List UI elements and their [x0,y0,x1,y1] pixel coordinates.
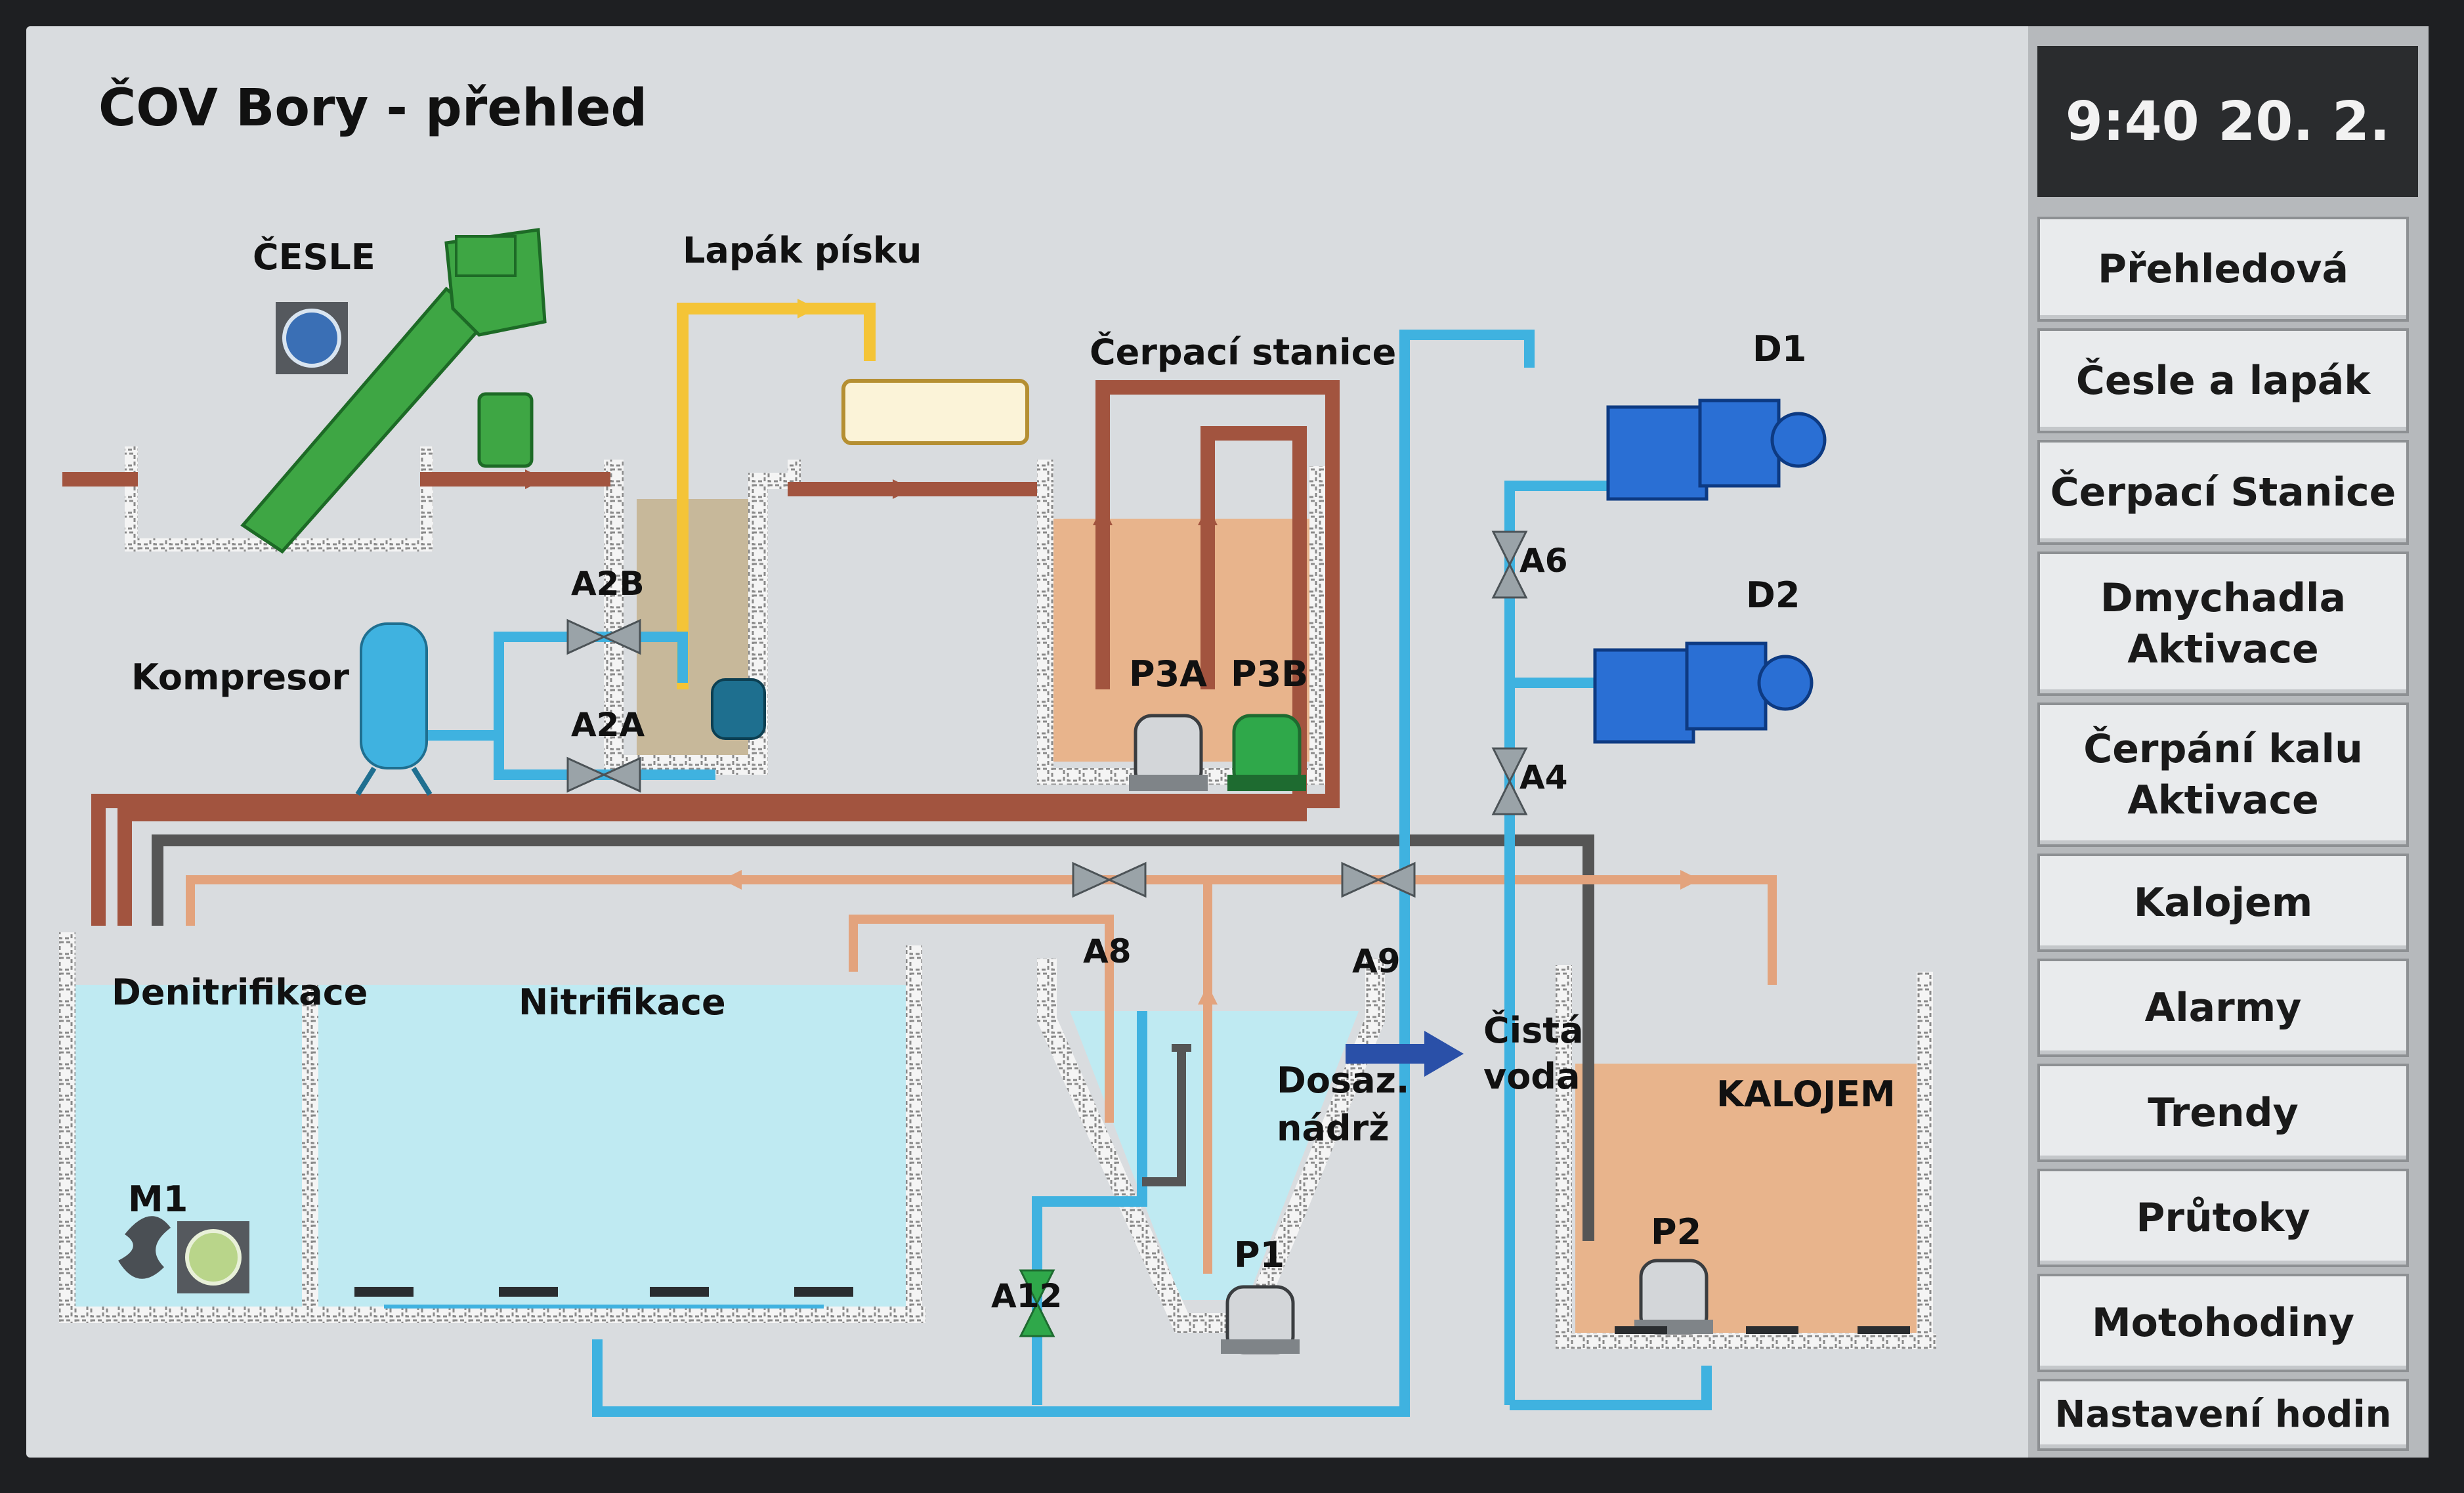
mixer-m1 [118,1216,249,1293]
label-p3b: P3B [1231,653,1309,695]
label-p1: P1 [1234,1234,1285,1276]
grit-pump [711,678,766,740]
clean-water-arrow [1346,1031,1464,1077]
sludge-pump-pipe [152,834,1594,1241]
label-a2a: A2A [571,706,645,744]
label-cesle: ČESLE [253,236,375,278]
nav-prutoky[interactable]: Průtoky [2037,1169,2409,1267]
valves [566,530,1528,898]
screen-conveyor [240,228,547,554]
process-overview: ČOV Bory - přehled ČESLE Lapák písku Čer… [26,26,2028,1458]
nav-kalojem[interactable]: Kalojem [2037,854,2409,952]
nav-motohodiny[interactable]: Motohodiny [2037,1274,2409,1372]
nav-prehledova[interactable]: Přehledová [2037,217,2409,322]
label-m1: M1 [128,1179,188,1220]
label-kompresor: Kompresor [131,657,350,698]
label-a8: A8 [1083,932,1132,970]
pump-p2 [1634,1259,1713,1335]
label-cerpaci-stanice: Čerpací stanice [1090,332,1397,373]
sand-pipe [677,303,876,689]
nav-cesle-a-lapak[interactable]: Česle a lapák [2037,328,2409,433]
nav-cerpani-kalu-aktivace[interactable]: Čerpání kalu Aktivace [2037,703,2409,847]
blower-d1 [1606,399,1827,501]
navigation-sidebar: 9:40 20. 2. Přehledová Česle a lapák Čer… [2028,26,2429,1458]
blower-d2 [1593,641,1814,744]
diffusers [354,1287,1910,1334]
return-sludge-pipes [186,875,1777,1274]
label-d2: D2 [1746,574,1800,616]
label-a4: A4 [1519,758,1568,796]
flow-arrows [525,469,1218,525]
process-diagram [59,228,1936,1417]
label-cista-voda: Čistá voda [1483,1010,1584,1098]
nav-trendy[interactable]: Trendy [2037,1064,2409,1162]
page-title: ČOV Bory - přehled [98,79,648,138]
sand-container [841,379,1029,445]
label-kalojem: KALOJEM [1716,1073,1896,1115]
pump-p1 [1221,1285,1300,1354]
label-nitrifikace: Nitrifikace [519,982,726,1023]
nav-alarmy[interactable]: Alarmy [2037,959,2409,1057]
label-a12: A12 [991,1277,1063,1315]
nav-dmychadla-aktivace[interactable]: Dmychadla Aktivace [2037,552,2409,696]
compressor [355,622,433,796]
pump-p3a [1129,714,1208,791]
clock-display: 9:40 20. 2. [2037,46,2418,197]
nav-cerpaci-stanice[interactable]: Čerpací Stanice [2037,440,2409,545]
pump-p3b [1227,714,1306,791]
label-denitrifikace: Denitrifikace [112,972,368,1013]
label-a9: A9 [1352,942,1401,980]
label-lapak-pisku: Lapák písku [683,230,922,271]
label-a6: A6 [1519,542,1568,580]
sludge-tank-fill [1575,1064,1917,1339]
hmi-screen: ČOV Bory - přehled ČESLE Lapák písku Čer… [26,26,2429,1458]
label-p2: P2 [1651,1211,1702,1253]
nav-nastaveni-hodin[interactable]: Nastavení hodin [2037,1379,2409,1451]
label-d1: D1 [1752,328,1807,370]
label-dosazovaci-nadrz: Dosaz. nádrž [1277,1060,1410,1149]
valve-a12-open [1019,1269,1055,1337]
label-a2b: A2B [571,565,645,603]
label-p3a: P3A [1129,653,1207,695]
